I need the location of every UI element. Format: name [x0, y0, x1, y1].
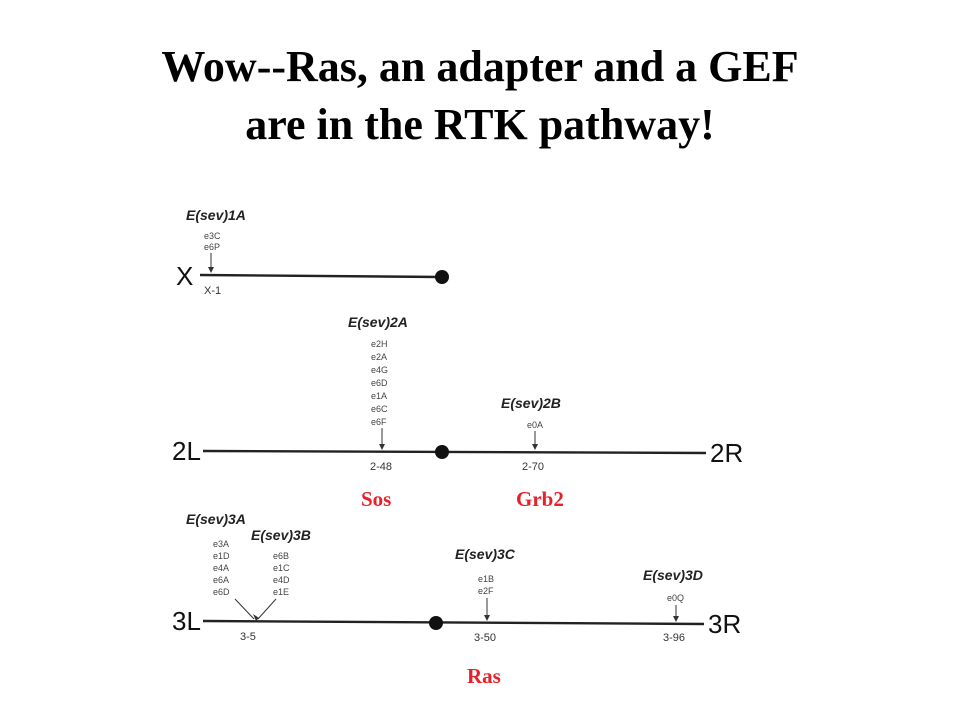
title-line-2: are in the RTK pathway! [245, 100, 715, 149]
locus-name: E(sev)3B [251, 527, 311, 543]
locus-name: E(sev)1A [186, 207, 246, 223]
arrow-head [253, 614, 259, 621]
locus-name: E(sev)2B [501, 395, 561, 411]
locus-name: E(sev)2A [348, 314, 408, 330]
locus-name: E(sev)3A [186, 511, 246, 527]
allele: e4G [371, 365, 388, 375]
locus-position: 3-96 [663, 632, 685, 644]
allele: e6F [371, 417, 387, 427]
locus-position: 3-50 [474, 632, 496, 644]
c3-left-label: 3L [172, 606, 201, 636]
allele: e4A [213, 563, 229, 573]
allele: e6C [371, 404, 388, 414]
locus-position: 2-48 [370, 461, 392, 473]
arrow-head [532, 444, 538, 450]
locus-e-sev-3a: E(sev)3A e3A e1D e4A e6A e6D 3-5 [186, 511, 256, 643]
chromosome-2: 2L 2R [172, 436, 743, 468]
allele: e1C [273, 563, 290, 573]
allele: e6D [213, 587, 230, 597]
locus-e-sev-2a: E(sev)2A e2H e2A e4G e6D e1A e6C e6F 2-4… [348, 314, 408, 473]
title-line-1: Wow--Ras, an adapter and a GEF [161, 42, 799, 91]
slide-title: Wow--Ras, an adapter and a GEF are in th… [0, 38, 960, 154]
allele: e6P [204, 242, 220, 252]
c2-right-label: 2R [710, 438, 743, 468]
gene-label-sos: Sos [361, 487, 391, 511]
locus-e-sev-3b: E(sev)3B e6B e1C e4D e1E [251, 527, 311, 621]
c2-chromosome-line [202, 449, 707, 455]
locus-position: X-1 [204, 285, 221, 297]
x-centromere [435, 270, 449, 284]
locus-position: 2-70 [522, 461, 544, 473]
locus-arrow [257, 598, 277, 620]
allele: e6D [371, 378, 388, 388]
allele: e2F [478, 586, 494, 596]
gene-label-ras: Ras [467, 664, 501, 688]
arrow-head [208, 267, 214, 273]
locus-e-sev-3c: E(sev)3C e1B e2F 3-50 [455, 546, 516, 644]
allele: e3A [213, 539, 229, 549]
x-chromosome-line [199, 273, 443, 279]
allele: e0Q [667, 593, 684, 603]
c3-centromere [429, 616, 443, 630]
locus-arrow [234, 598, 255, 620]
locus-e-sev-2b: E(sev)2B e0A 2-70 [501, 395, 561, 473]
locus-position: 3-5 [240, 631, 256, 643]
allele: e2H [371, 339, 388, 349]
allele: e6A [213, 575, 229, 585]
arrow-head [673, 616, 679, 622]
c3-chromosome-line [202, 619, 705, 626]
allele: e2A [371, 352, 387, 362]
arrow-head [379, 444, 385, 450]
locus-e-sev-3d: E(sev)3D e0Q 3-96 [643, 567, 703, 644]
c2-left-label: 2L [172, 436, 201, 466]
allele: e1A [371, 391, 387, 401]
c3-right-label: 3R [708, 609, 741, 639]
allele: e1B [478, 574, 494, 584]
x-left-label: X [176, 261, 193, 291]
allele: e1D [213, 551, 230, 561]
arrow-head [484, 615, 490, 621]
allele: e6B [273, 551, 289, 561]
gene-label-grb2: Grb2 [516, 487, 564, 511]
locus-name: E(sev)3C [455, 546, 516, 562]
allele: e1E [273, 587, 289, 597]
chromosome-3: 3L 3R [172, 606, 741, 639]
locus-name: E(sev)3D [643, 567, 703, 583]
allele: e3C [204, 231, 221, 241]
locus-e-sev-1a: E(sev)1A e3C e6P X-1 [186, 207, 246, 297]
allele: e0A [527, 420, 543, 430]
chromosome-x: X [176, 261, 449, 291]
c2-centromere [435, 445, 449, 459]
allele: e4D [273, 575, 290, 585]
